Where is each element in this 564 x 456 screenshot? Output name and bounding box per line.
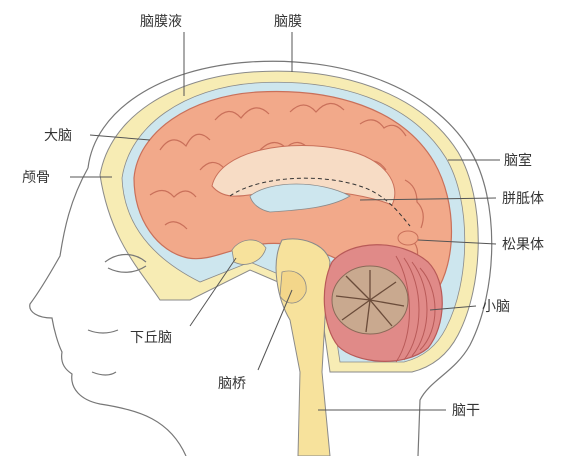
label-corpus-callosum: 胼胝体 [502, 191, 544, 207]
label-meninges: 脑膜 [274, 14, 302, 30]
label-pineal: 松果体 [502, 237, 544, 253]
label-csf: 脑膜液 [140, 14, 182, 30]
label-skull: 颅骨 [22, 170, 50, 186]
label-hypothalamus: 下丘脑 [130, 330, 172, 346]
label-ventricle: 脑室 [504, 152, 532, 169]
label-brainstem: 脑干 [452, 403, 480, 419]
label-cerebellum: 小脑 [482, 299, 510, 315]
pineal-gland [398, 231, 418, 245]
label-pons: 脑桥 [218, 376, 246, 392]
label-cerebrum: 大脑 [44, 128, 72, 144]
